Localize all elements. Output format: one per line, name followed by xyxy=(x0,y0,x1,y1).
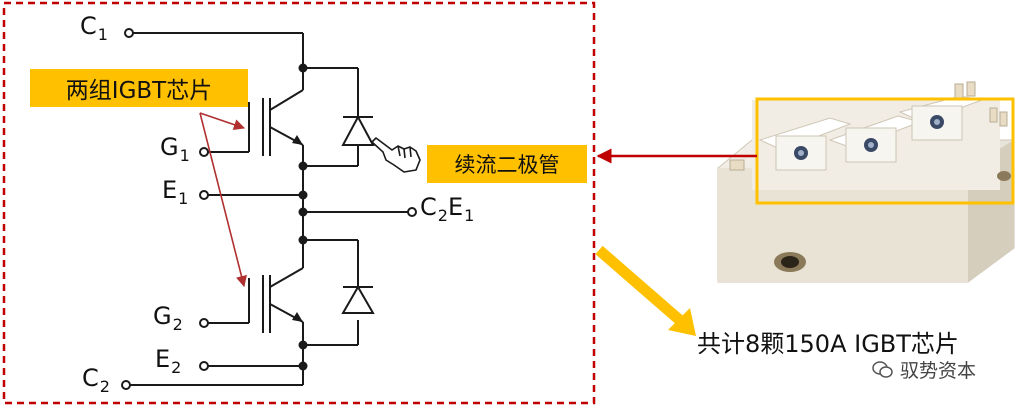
terminal-c2e1-sub2: 1 xyxy=(464,206,475,225)
terminal-circles xyxy=(121,28,417,390)
upper-diode xyxy=(341,96,375,146)
terminal-g2-main: G xyxy=(153,302,172,330)
igbt-chips-callout: 两组IGBT芯片 xyxy=(30,69,248,107)
terminal-g1-main: G xyxy=(160,133,179,161)
terminal-c2-main: C xyxy=(82,364,99,392)
circuit-wires xyxy=(130,32,408,386)
terminal-c2e1-label: C2E1 xyxy=(420,193,474,225)
lower-diode xyxy=(341,272,375,314)
terminal-e2-label: E2 xyxy=(155,345,181,377)
freewheel-diode-callout: 续流二极管 xyxy=(427,145,587,183)
terminal-e1-sub: 1 xyxy=(178,189,189,208)
terminal-c2-sub: 2 xyxy=(99,377,110,396)
watermark: 驭势资本 xyxy=(872,356,976,383)
upper-emitter-arrow xyxy=(292,135,303,145)
igbt-callout-arrow-upper xyxy=(199,112,246,131)
terminal-e1-label: E1 xyxy=(162,176,188,208)
terminal-e2-main: E xyxy=(155,345,171,373)
terminal-c1-main: C xyxy=(80,12,97,40)
wechat-icon xyxy=(872,360,893,378)
junction-dots xyxy=(298,63,308,371)
module-caption: 共计8颗150A IGBT芯片 xyxy=(697,330,959,358)
terminal-c1-label: C1 xyxy=(80,12,108,44)
chip-highlight-box xyxy=(755,97,1015,205)
pointing-hand-icon xyxy=(371,137,421,173)
terminal-c1-sub: 1 xyxy=(97,25,108,44)
terminal-g2-sub: 2 xyxy=(172,315,183,334)
terminal-c2-label: C2 xyxy=(82,364,110,396)
lower-emitter-arrow xyxy=(292,312,303,322)
circuit-frame xyxy=(2,1,596,405)
terminal-c2e1-main2: E xyxy=(447,193,464,221)
terminal-g1-label: G1 xyxy=(160,133,190,165)
terminal-c2e1-sub1: 2 xyxy=(437,206,448,225)
watermark-text: 驭势资本 xyxy=(900,360,977,382)
terminal-e2-sub: 2 xyxy=(171,358,182,377)
caption-pointer-arrow xyxy=(595,245,696,336)
terminal-g1-sub: 1 xyxy=(179,146,190,165)
terminal-g2-label: G2 xyxy=(153,302,183,334)
terminal-c2e1-main1: C xyxy=(420,193,437,221)
igbt-callout-arrow-lower xyxy=(199,112,247,288)
igbt-module-image xyxy=(717,81,1015,283)
terminal-e1-main: E xyxy=(162,176,178,204)
